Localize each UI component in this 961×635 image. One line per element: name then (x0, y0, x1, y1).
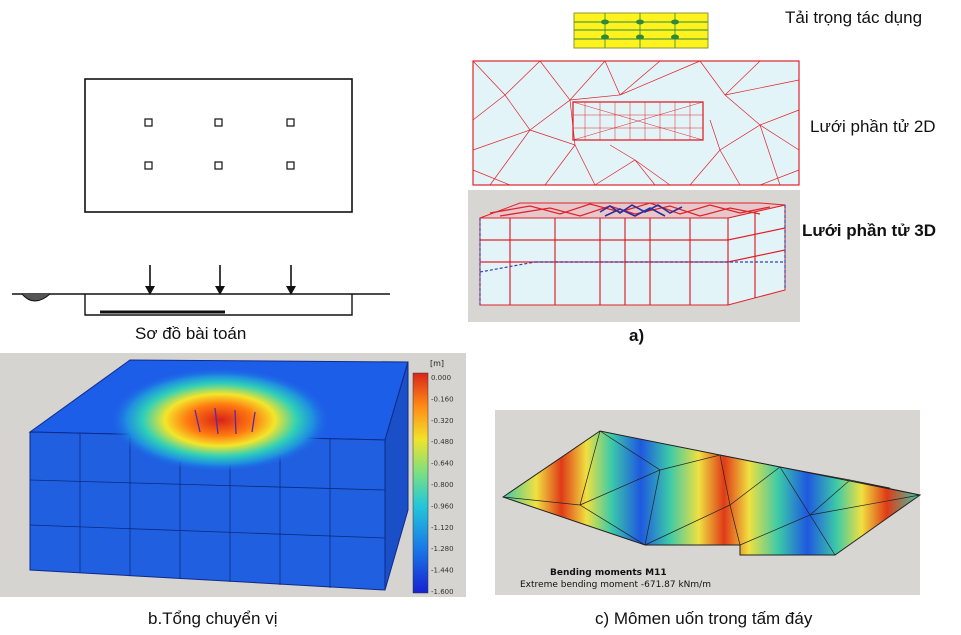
pile-square (214, 118, 223, 127)
pile-square (214, 161, 223, 170)
colorbar-tick-label: -0.960 (431, 502, 454, 510)
colorbar-tick-label: -0.160 (431, 395, 454, 403)
panel-a-caption: a) (629, 326, 645, 345)
moment-plot (495, 410, 922, 595)
pile-square (144, 118, 153, 127)
panel-c-caption: c) Mômen uốn trong tấm đáy (595, 609, 813, 628)
label-mesh-3d: Lưới phần tử 3D (802, 221, 936, 240)
colorbar-unit: [m] (430, 359, 444, 368)
colorbar-tick-label: 0.000 (431, 374, 451, 382)
colorbar (412, 372, 429, 594)
pile-square (144, 161, 153, 170)
panel-a: Tải trọng tác dụng Lưới phần tử 2D Lưới … (460, 0, 961, 350)
colorbar-tick-label: -0.800 (431, 481, 454, 489)
mesh-2d (472, 60, 800, 186)
panel-a-drawing (468, 12, 800, 322)
result-extreme: Extreme bending moment -671.87 kNm/m (520, 580, 711, 590)
panel-b: [m] 0.000 -0.160 -0.320 -0.480 -0.640 -0.800 -… (0, 350, 470, 635)
panel-c: Bending moments M11 Extreme bending mome… (490, 395, 930, 635)
displacement-plot: [m] 0.000 -0.160 -0.320 -0.480 -0.640 -0.800 -… (0, 353, 466, 597)
soil-mark (21, 293, 51, 302)
plan-outline (84, 78, 353, 213)
pile-square (286, 161, 295, 170)
colorbar-tick-label: -1.600 (431, 588, 454, 596)
load-arrow (286, 265, 296, 295)
colorbar-tick-label: -0.640 (431, 460, 454, 468)
schematic-drawing (12, 78, 390, 316)
pile-square (286, 118, 295, 127)
displacement-hotspot (110, 368, 330, 472)
colorbar-tick-label: -1.280 (431, 545, 454, 553)
colorbar-tick-label: -0.480 (431, 438, 454, 446)
panel-b-caption: b.Tổng chuyển vị (148, 609, 278, 628)
schematic-caption: Sơ đồ bài toán (135, 324, 247, 343)
load-arrow (215, 265, 225, 295)
load-plate (573, 12, 709, 49)
box-side (384, 361, 409, 591)
load-arrow (145, 265, 155, 295)
schematic-panel: Sơ đồ bài toán (0, 0, 430, 350)
label-load: Tải trọng tác dụng (785, 8, 923, 27)
colorbar-tick-label: -1.440 (431, 567, 454, 575)
colorbar-tick-label: -0.320 (431, 417, 454, 425)
result-title: Bending moments M11 (550, 568, 667, 578)
mesh-3d (468, 190, 800, 322)
colorbar-tick-label: -1.120 (431, 524, 454, 532)
label-mesh-2d: Lưới phần tử 2D (810, 117, 936, 136)
colorbar-ticks: 0.000 -0.160 -0.320 -0.480 -0.640 -0.800 -0.96… (431, 374, 454, 596)
excavation-outline (84, 294, 353, 316)
